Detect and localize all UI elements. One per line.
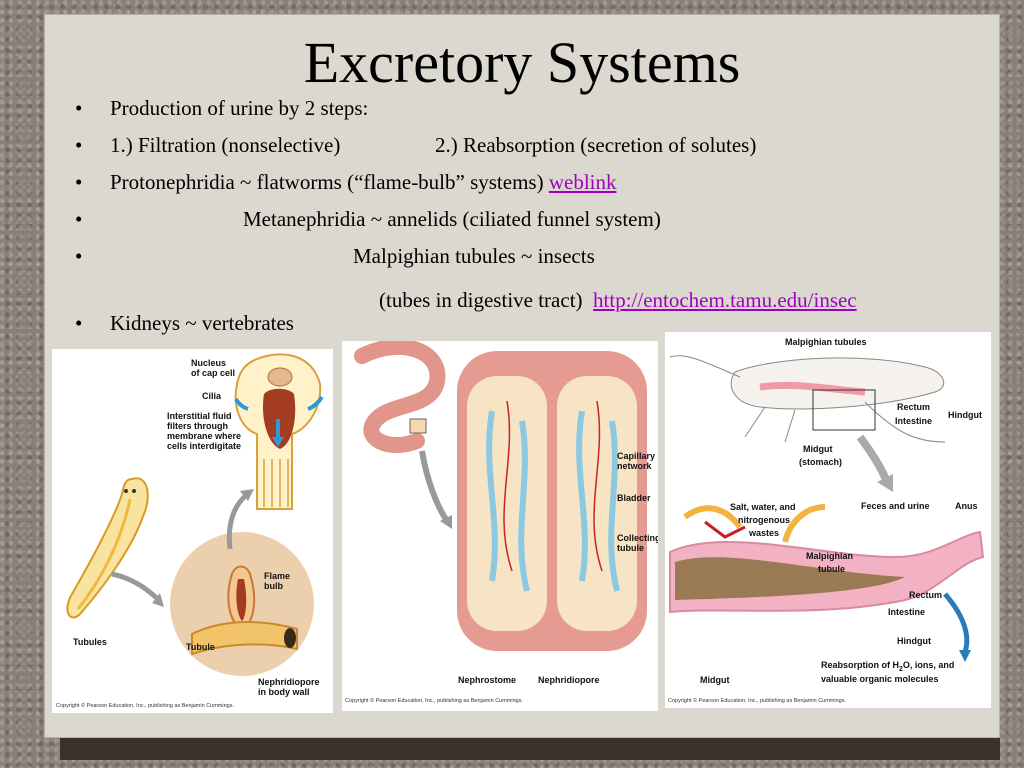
svg-text:Nephridiopore: Nephridiopore — [538, 675, 600, 685]
svg-text:of cap cell: of cap cell — [191, 368, 235, 378]
entochem-link[interactable]: http://entochem.tamu.edu/insec — [593, 288, 857, 312]
svg-text:Cilia: Cilia — [202, 391, 222, 401]
bullet-list: • Production of urine by 2 steps: • 1.) … — [75, 93, 995, 345]
bullet-item: • Protonephridia ~ flatworms (“flame-bul… — [75, 170, 617, 194]
svg-text:Rectum: Rectum — [909, 590, 942, 600]
svg-text:bulb: bulb — [264, 581, 283, 591]
bullet-item: • Malpighian tubules ~ insects — [75, 244, 595, 268]
grasshopper — [730, 357, 945, 410]
svg-text:Bladder: Bladder — [617, 493, 651, 503]
svg-text:Midgut: Midgut — [700, 675, 730, 685]
svg-text:Malpighian: Malpighian — [806, 551, 853, 561]
svg-text:Capillary: Capillary — [617, 451, 655, 461]
malpighian-subline: (tubes in digestive tract) http://entoch… — [379, 288, 857, 312]
bullet-item: • Metanephridia ~ annelids (ciliated fun… — [75, 207, 661, 231]
svg-text:Copyright © Pearson Education,: Copyright © Pearson Education, Inc., pub… — [668, 697, 846, 704]
svg-text:Nucleus: Nucleus — [191, 358, 226, 368]
weblink[interactable]: weblink — [548, 170, 617, 194]
svg-text:Copyright © Pearson Education,: Copyright © Pearson Education, Inc., pub… — [345, 697, 523, 704]
earthworm — [354, 339, 446, 453]
svg-text:Hindgut: Hindgut — [948, 410, 982, 420]
svg-text:in body wall: in body wall — [258, 687, 310, 697]
svg-text:network: network — [617, 461, 653, 471]
svg-text:Anus: Anus — [955, 501, 978, 511]
bullet-item: • Kidneys ~ vertebrates — [75, 311, 294, 335]
svg-text:Nephrostome: Nephrostome — [458, 675, 516, 685]
svg-text:Intestine: Intestine — [895, 416, 932, 426]
svg-text:Tubule: Tubule — [186, 642, 215, 652]
svg-text:Rectum: Rectum — [897, 402, 930, 412]
svg-text:wastes: wastes — [748, 528, 779, 538]
svg-text:membrane where: membrane where — [167, 431, 241, 441]
svg-text:Nephridiopore: Nephridiopore — [258, 677, 320, 687]
svg-text:tubule: tubule — [617, 543, 644, 553]
svg-text:valuable organic molecules: valuable organic molecules — [821, 674, 939, 684]
svg-text:cells interdigitate: cells interdigitate — [167, 441, 241, 451]
svg-text:Tubules: Tubules — [73, 637, 107, 647]
svg-text:Salt, water, and: Salt, water, and — [730, 502, 796, 512]
svg-text:Midgut: Midgut — [803, 444, 833, 454]
flatworm-body — [66, 477, 149, 619]
svg-text:Reabsorption of H2O, ions, and: Reabsorption of H2O, ions, and — [821, 660, 954, 673]
svg-text:Copyright © Pearson Education,: Copyright © Pearson Education, Inc., pub… — [56, 702, 234, 709]
svg-text:Collecting: Collecting — [617, 533, 658, 543]
svg-text:Flame: Flame — [264, 571, 290, 581]
svg-text:tubule: tubule — [818, 564, 845, 574]
svg-text:Feces and urine: Feces and urine — [861, 501, 930, 511]
slide-title: Excretory Systems — [303, 30, 741, 95]
svg-text:Hindgut: Hindgut — [897, 636, 931, 646]
flatworm-figure: Nucleus of cap cell Cilia Interstitial f… — [52, 349, 333, 713]
svg-text:Interstitial fluid: Interstitial fluid — [167, 411, 232, 421]
bullet-item: • 1.) Filtration (nonselective) 2.) Reab… — [75, 133, 757, 157]
earthworm-figure: Capillary network Bladder Collecting tub… — [342, 339, 661, 711]
svg-text:(stomach): (stomach) — [799, 457, 842, 467]
svg-text:Intestine: Intestine — [888, 607, 925, 617]
svg-text:Malpighian tubules: Malpighian tubules — [785, 337, 867, 347]
bullet-item: • Production of urine by 2 steps: — [75, 96, 369, 120]
svg-text:nitrogenous: nitrogenous — [738, 515, 790, 525]
insect-figure: Malpighian tubules Rectum Intestine Hind… — [665, 332, 991, 708]
svg-text:filters through: filters through — [167, 421, 228, 431]
